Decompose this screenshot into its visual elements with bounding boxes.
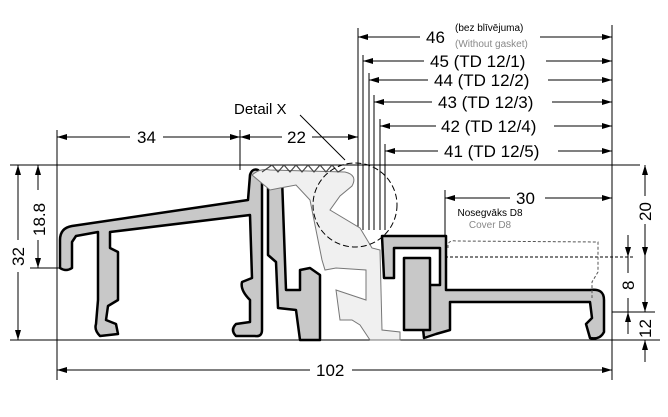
dim-20: 20 <box>636 202 655 221</box>
dim-30: 30 <box>516 189 535 208</box>
dim-41: 41 (TD 12/5) <box>444 142 539 161</box>
dim-46: 46 <box>426 28 445 47</box>
dim-34: 34 <box>137 128 156 147</box>
aluminium-profile <box>58 164 606 342</box>
dim-46-note-lv: (bez blīvējuma) <box>455 23 523 34</box>
dim-102: 102 <box>316 361 344 380</box>
detail-x-label: Detail X <box>234 101 287 118</box>
cover-label-lv: Nosegvāks D8 <box>457 208 522 219</box>
dim-32: 32 <box>9 247 28 266</box>
detail-x-circle <box>312 162 398 248</box>
dim-44: 44 (TD 12/2) <box>434 71 529 90</box>
cover-label-en: Cover D8 <box>469 220 512 231</box>
dim-22: 22 <box>287 128 306 147</box>
dim-8: 8 <box>619 281 638 290</box>
cover-outline <box>447 240 599 298</box>
dim-42: 42 (TD 12/4) <box>441 117 536 136</box>
dim-43: 43 (TD 12/3) <box>438 93 533 112</box>
dim-46-note-en: (Without gasket) <box>455 39 528 50</box>
dim-45: 45 (TD 12/1) <box>430 52 525 71</box>
dim-18-8: 18.8 <box>30 203 49 236</box>
dim-12: 12 <box>636 319 655 338</box>
